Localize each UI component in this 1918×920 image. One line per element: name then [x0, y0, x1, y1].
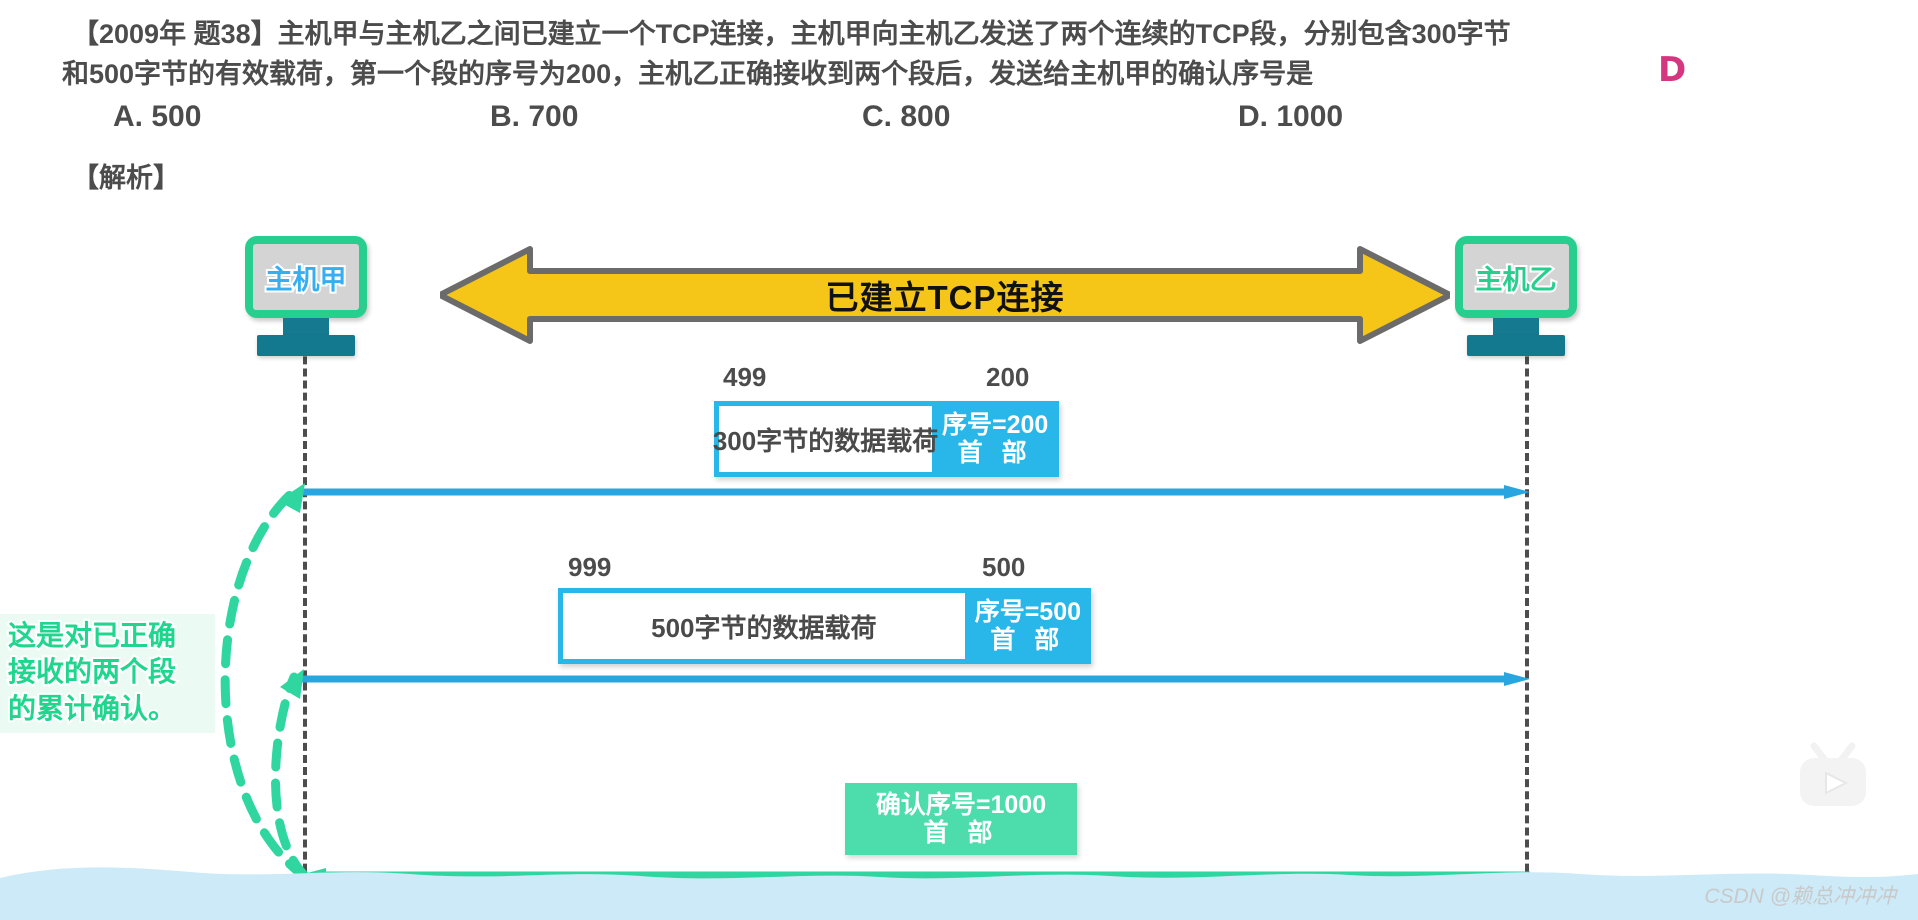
segment-2-right-number: 500: [982, 552, 1026, 582]
segment-2-header-label: 首 部: [990, 626, 1066, 654]
note-line-3: 的累计确认。: [6, 691, 178, 726]
cumulative-ack-note: 这是对已正确 接收的两个段 的累计确认。: [0, 614, 215, 734]
csdn-watermark: CSDN @赖总冲冲冲: [1704, 885, 1896, 908]
tcp-segment-1: 300字节的数据载荷 序号=200 首 部: [713, 401, 1059, 477]
host-b-stand-base: [1467, 335, 1565, 356]
lifeline-host-a: [303, 296, 307, 920]
answer-mark: D: [1656, 48, 1688, 92]
host-b-monitor: 主机乙: [1455, 236, 1577, 318]
option-b: B. 700: [490, 100, 579, 133]
question-line-1: 【2009年 题38】主机甲与主机乙之间已建立一个TCP连接，主机甲向主机乙发送…: [72, 19, 1511, 49]
analysis-label: 【解析】: [72, 163, 180, 193]
segment-2-payload: 500字节的数据载荷: [563, 593, 965, 659]
ack-segment-seq: 确认序号=1000: [875, 790, 1047, 819]
bilibili-tv-icon: [1800, 742, 1866, 806]
host-a: 主机甲: [245, 236, 367, 356]
ack-segment-header-label: 首 部: [923, 819, 999, 847]
host-b-stand-neck: [1493, 318, 1539, 335]
host-a-label: 主机甲: [264, 263, 349, 297]
host-a-monitor: 主机甲: [245, 236, 367, 318]
lifeline-host-b: [1525, 296, 1529, 920]
segment-1-header-label: 首 部: [957, 439, 1033, 467]
segment-1-header: 序号=200 首 部: [932, 401, 1058, 477]
segment-1-payload: 300字节的数据载荷: [713, 406, 938, 472]
segment-2-left-number: 999: [568, 552, 612, 582]
transmission-arrow-segment-1: [300, 485, 1530, 499]
segment-1-left-number: 499: [723, 362, 767, 392]
note-line-2: 接收的两个段: [6, 654, 178, 689]
tcp-connection-banner: 已建立TCP连接: [440, 245, 1450, 345]
ack-segment: 确认序号=1000 首 部: [845, 783, 1077, 855]
option-d: D. 1000: [1238, 100, 1344, 133]
transmission-arrow-segment-2: [300, 672, 1530, 686]
tcp-segment-2: 500字节的数据载荷 序号=500 首 部: [558, 588, 1091, 664]
host-a-stand-base: [257, 335, 355, 356]
option-a: A. 500: [113, 100, 202, 133]
segment-2-header: 序号=500 首 部: [965, 588, 1091, 664]
segment-2-seq: 序号=500: [974, 598, 1081, 626]
segment-1-right-number: 200: [986, 362, 1030, 392]
cumulative-ack-curves: [220, 483, 313, 884]
host-b: 主机乙: [1455, 236, 1577, 356]
question-line-2: 和500字节的有效载荷，第一个段的序号为200，主机乙正确接收到两个段后，发送给…: [62, 59, 1314, 89]
host-b-label: 主机乙: [1474, 263, 1559, 297]
option-c: C. 800: [862, 100, 951, 133]
host-a-screen: 主机甲: [253, 244, 359, 310]
note-line-1: 这是对已正确: [6, 618, 178, 653]
bottom-wave-decoration: [0, 867, 1918, 920]
segment-1-seq: 序号=200: [942, 411, 1049, 439]
tcp-banner-label: 已建立TCP连接: [825, 279, 1065, 316]
host-b-screen: 主机乙: [1463, 244, 1569, 310]
host-a-stand-neck: [283, 318, 329, 335]
